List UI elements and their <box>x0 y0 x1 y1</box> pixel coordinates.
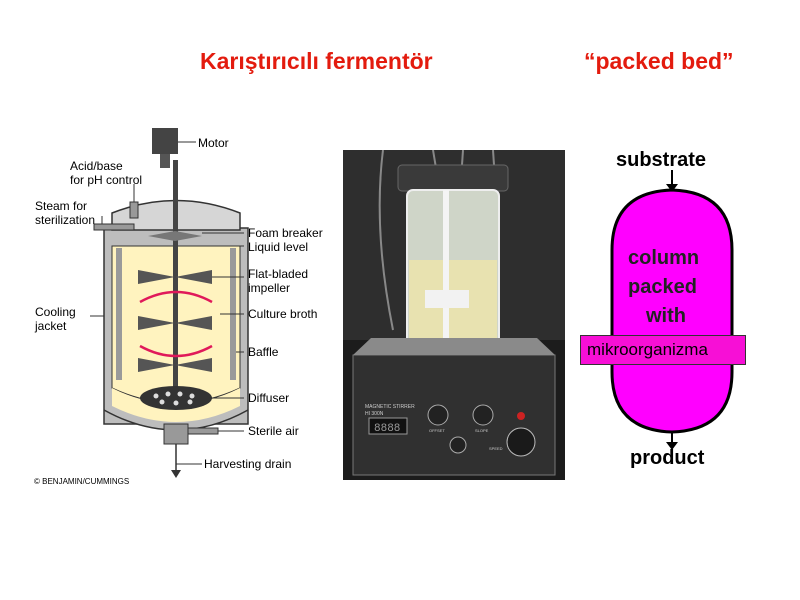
impeller-bottom <box>138 358 212 372</box>
label-product: product <box>630 447 705 469</box>
product-arrowhead <box>666 442 678 450</box>
impeller-shape <box>425 290 469 308</box>
steam-pipe <box>93 223 135 231</box>
display-readout: 8888 <box>374 423 400 435</box>
knob-label-speed: SPEED <box>489 446 503 451</box>
label-culture-broth: Culture broth <box>248 307 317 321</box>
title-packed-bed: “packed bed” <box>584 48 734 74</box>
offset-knob <box>427 404 449 426</box>
motor-coupling <box>160 154 170 168</box>
column-vessel <box>610 188 734 434</box>
label-cooling-1: Cooling <box>35 305 76 319</box>
panel-text-2: HI 300N <box>365 411 384 417</box>
circulation-arrows <box>139 290 213 358</box>
fermentor-photo: MAGNETIC STIRRER HI 300N 8888 OFFSET SLO… <box>343 150 565 480</box>
baffle-left <box>116 248 122 380</box>
label-impeller-1: Flat-bladed <box>248 267 308 281</box>
power-led <box>517 412 525 420</box>
label-diffuser: Diffuser <box>248 391 289 405</box>
label-impeller-2: impeller <box>248 281 290 295</box>
packed-bed-diagram: substrate column packed with product <box>610 149 734 469</box>
label-steam-1: Steam for <box>35 199 87 213</box>
panel-text-1: MAGNETIC STIRRER <box>365 404 415 410</box>
drain-arrow <box>171 470 181 478</box>
acid-base-inlet <box>129 201 139 219</box>
harvest-valve <box>163 423 189 445</box>
vessel-lid <box>397 164 509 192</box>
label-steam-2: sterilization <box>35 213 95 227</box>
label-cooling-2: jacket <box>34 319 67 333</box>
impeller-top <box>138 270 212 284</box>
foam-breaker-right <box>175 231 202 241</box>
slope-knob <box>472 404 494 426</box>
stirring-rod <box>443 190 449 340</box>
label-harvesting-drain: Harvesting drain <box>204 457 291 471</box>
label-sterile-air: Sterile air <box>248 424 299 438</box>
microorganism-label: mikroorganizma <box>580 335 746 365</box>
label-baffle: Baffle <box>248 345 279 359</box>
digital-display <box>368 417 408 435</box>
stirred-fermentor-diagram: Motor Acid/base for pH control Steam for… <box>34 128 323 486</box>
title-stirred-fermentor: Karıştırıcılı fermentör <box>200 48 433 74</box>
speed-knob <box>506 427 536 457</box>
substrate-arrowhead <box>666 184 678 192</box>
knob-label-offset: OFFSET <box>429 428 445 433</box>
foam-breaker-left <box>148 231 175 241</box>
label-substrate: substrate <box>616 149 706 171</box>
label-packed: packed <box>628 276 697 298</box>
shaft <box>173 160 178 390</box>
label-liquid-level: Liquid level <box>248 240 308 254</box>
stirrer-top-plate <box>353 338 555 355</box>
diffuser-holes <box>153 391 195 406</box>
label-column: column <box>628 247 699 269</box>
impeller-middle <box>138 316 212 330</box>
leader-lines <box>90 141 244 465</box>
copyright-text: © BENJAMIN/CUMMINGS <box>34 477 129 486</box>
diffuser-shape <box>140 386 212 410</box>
label-acid-base-2: for pH control <box>70 173 142 187</box>
label-with: with <box>645 305 686 327</box>
air-inlet-pipe <box>187 427 219 435</box>
label-acid-base-1: Acid/base <box>70 159 123 173</box>
label-motor: Motor <box>198 136 229 150</box>
label-foam-breaker: Foam breaker <box>248 226 323 240</box>
mode-knob <box>449 436 467 454</box>
knob-label-slope: SLOPE <box>475 428 489 433</box>
motor-shape <box>152 128 178 154</box>
